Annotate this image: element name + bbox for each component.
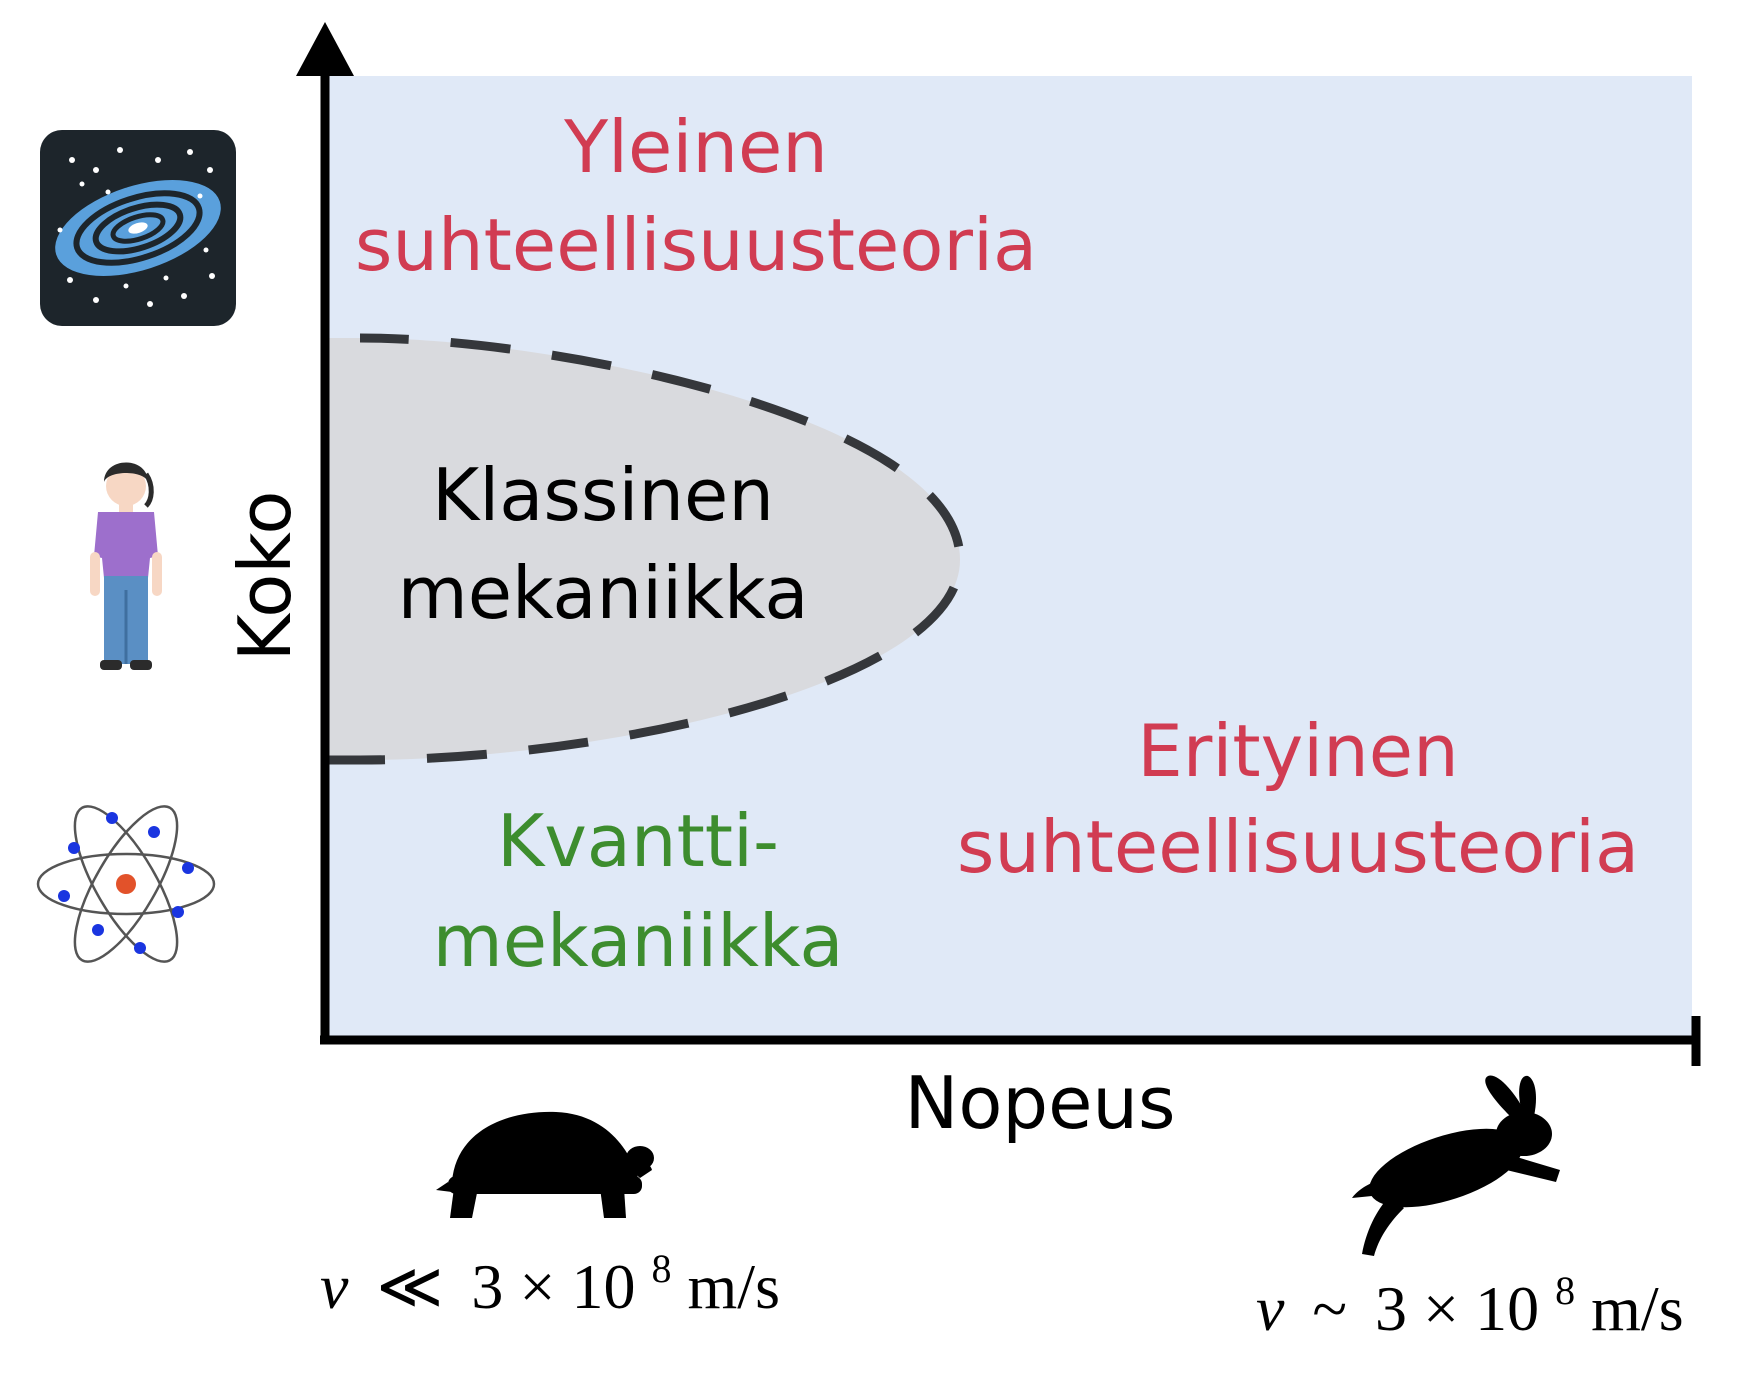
y-axis-arrowhead [296, 22, 354, 76]
classical-label-line2: mekaniikka [398, 551, 809, 635]
slow-formula-exp: 8 [652, 1246, 672, 1291]
fast-speed-formula: v ~ 3 × 10 8 m/s [1256, 1247, 1684, 1344]
fast-formula-relation: ~ [1312, 1273, 1347, 1344]
classical-label-line1: Klassinen [432, 453, 774, 537]
special-relativity-label-line2: suhteellisuusteoria [957, 805, 1639, 889]
x-axis-label: Nopeus [904, 1061, 1175, 1145]
general-relativity-label-line2: suhteellisuusteoria [355, 203, 1037, 287]
atom-icon [36, 805, 216, 963]
fast-formula-var: v [1256, 1273, 1285, 1344]
quantum-label-line1: Kvantti- [497, 799, 779, 883]
fast-formula-base: 3 × 10 [1375, 1273, 1539, 1344]
galaxy-icon [40, 130, 236, 326]
classical-region-border [325, 333, 965, 765]
special-relativity-label-line1: Erityinen [1137, 709, 1459, 793]
y-axis-label: Koko [223, 491, 307, 662]
slow-formula-var: v [320, 1251, 349, 1322]
slow-formula-relation: ≪ [376, 1251, 443, 1322]
classical-region [325, 338, 960, 760]
person-icon [90, 462, 162, 670]
general-relativity-label-line1: Yleinen [563, 105, 828, 189]
fast-formula-unit: m/s [1591, 1273, 1683, 1344]
slow-speed-formula: v ≪ 3 × 10 8 m/s [320, 1225, 780, 1322]
rabbit-icon [1352, 1075, 1560, 1256]
fast-formula-exp: 8 [1555, 1268, 1575, 1313]
slow-formula-base: 3 × 10 [471, 1251, 635, 1322]
quantum-label-line2: mekaniikka [433, 899, 844, 983]
turtle-icon [436, 1111, 654, 1218]
slow-formula-unit: m/s [688, 1251, 780, 1322]
